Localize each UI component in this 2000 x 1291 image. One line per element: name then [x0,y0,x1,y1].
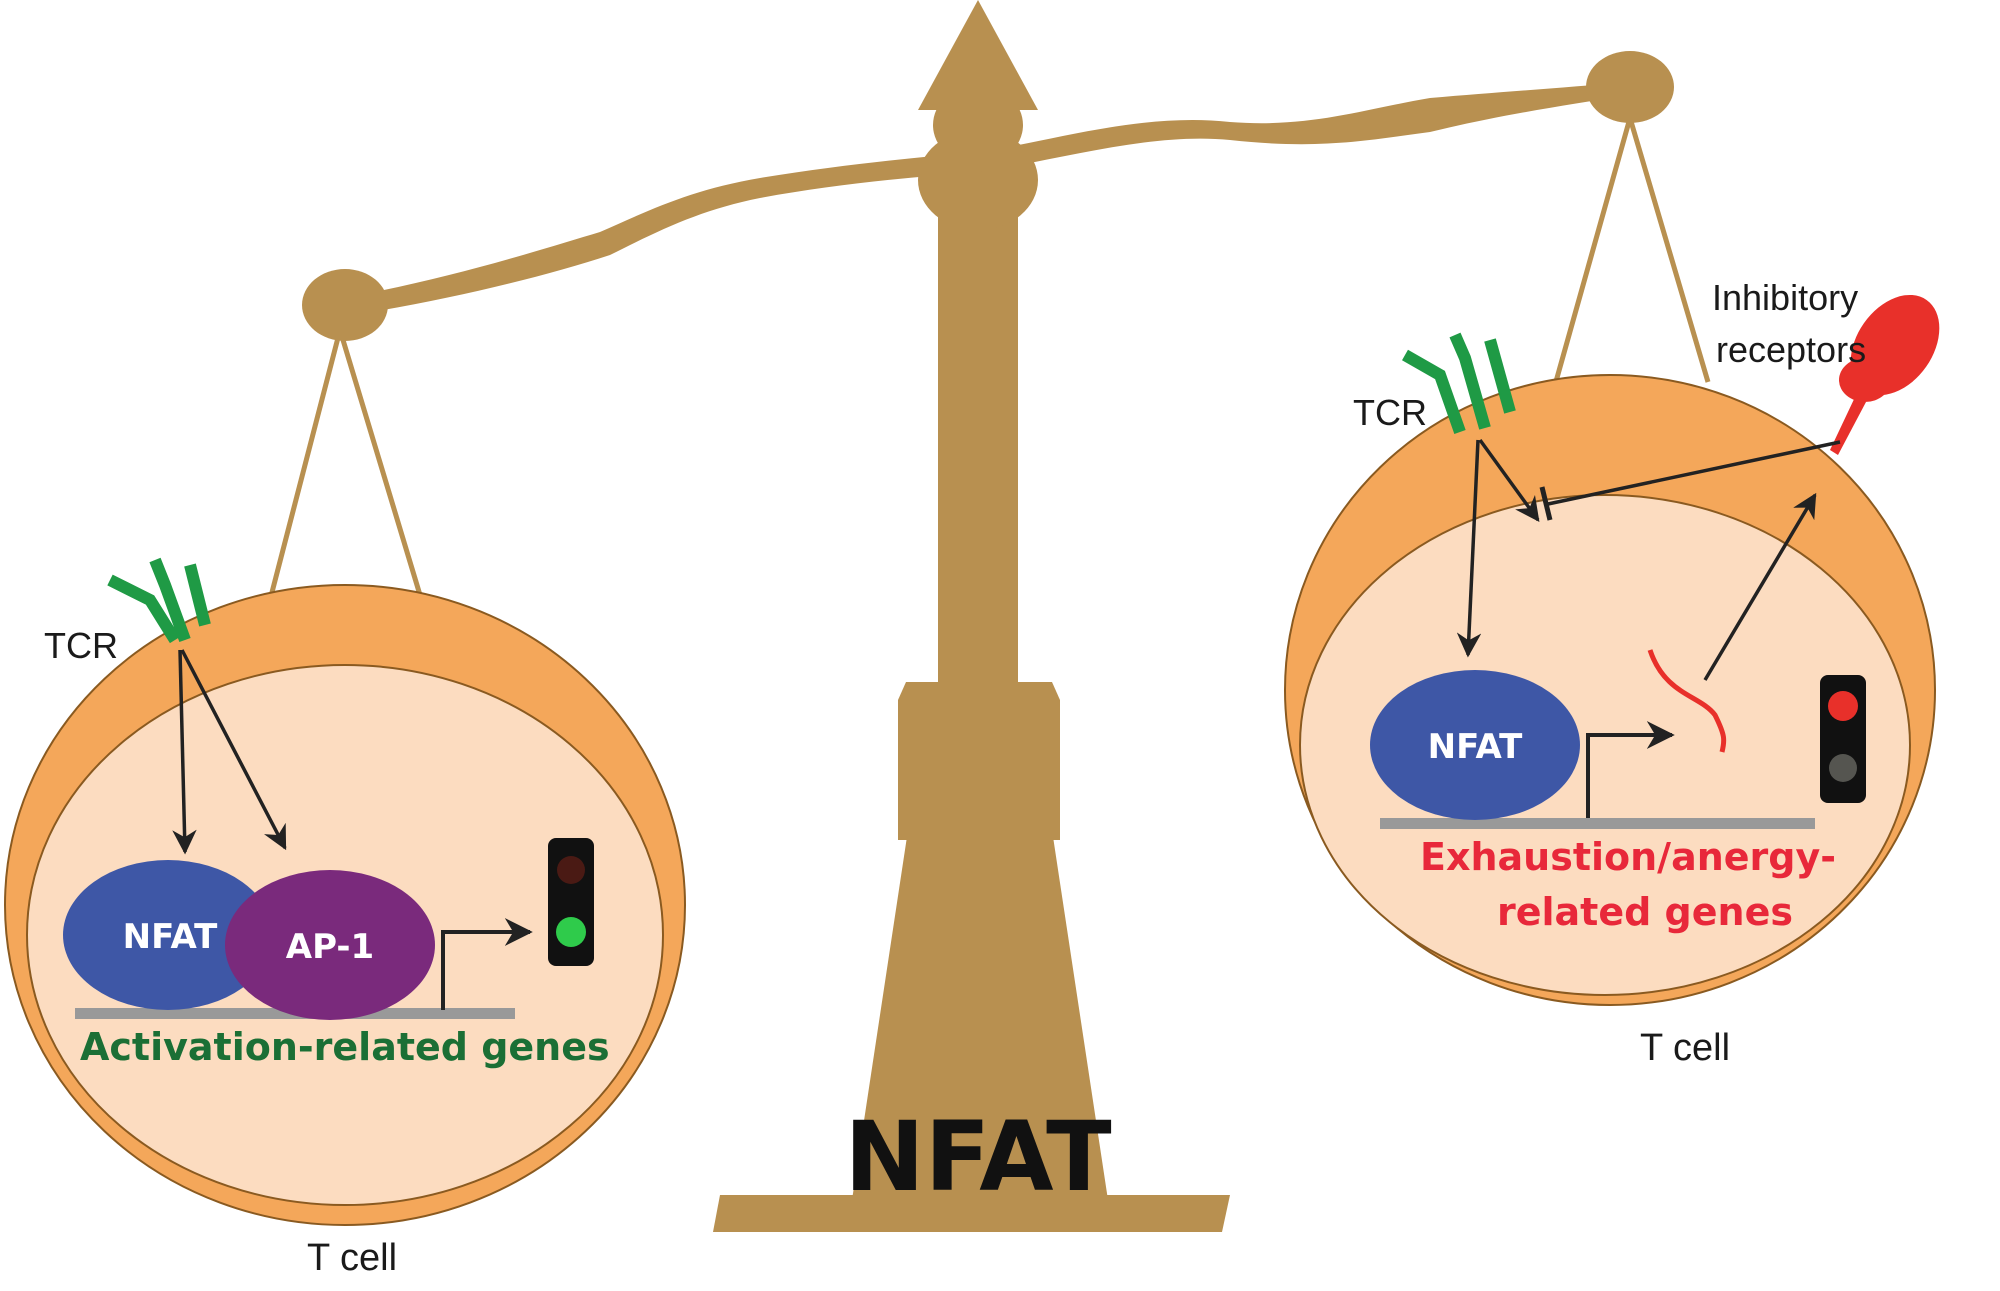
right-dna-strand [1380,818,1815,829]
balance-scale [302,0,1674,1232]
left-ap1-protein [225,870,435,1020]
right-t-cell: TCR Inhibitory receptors NFAT [1284,277,1940,1069]
scale-spire [918,0,1038,110]
right-nfat-label: NFAT [1428,727,1523,767]
left-genes-label: Activation-related genes [80,1025,610,1069]
inhibitory-label-line2: receptors [1716,329,1866,370]
scale-pillar [938,200,1018,690]
left-tcr-label: TCR [44,625,118,666]
left-promoter-arrow [441,918,533,1010]
scale-collar [898,682,1060,840]
left-nfat-protein [63,860,273,1010]
right-genes-label-line2: related genes [1497,890,1793,934]
left-cell-label: T cell [307,1237,397,1279]
right-genes-label-line1: Exhaustion/anergy- [1420,835,1836,879]
scale-nfat-label: NFAT [844,1101,1111,1213]
left-nfat-label: NFAT [123,917,218,957]
right-nfat-protein [1370,670,1580,820]
scale-strings [267,117,1711,601]
scale-beam-end-right [1586,51,1674,123]
left-t-cell: TCR NFAT AP-1 Activation-related genes T… [4,557,686,1279]
right-cell-inner [1299,494,1911,996]
right-signal-arrows [1456,438,1841,681]
right-promoter-arrow [1586,721,1675,818]
right-tcr-icon [1402,332,1516,434]
scale-beam [330,82,1630,318]
left-ap1-label: AP-1 [286,927,374,967]
right-cell-label: T cell [1640,1027,1730,1069]
scale-stand [852,830,1108,1200]
left-tcr-icon [107,557,211,644]
left-signal-arrows [172,649,287,855]
mrna-transcript [1647,649,1727,753]
right-tcr-label: TCR [1353,392,1427,433]
scale-beam-end-left [302,269,388,341]
right-traffic-light-icon [1820,675,1866,803]
inhibitory-receptor-icon [1830,294,1940,455]
scale-base [713,1195,1230,1232]
inhibitory-label-line1: Inhibitory [1712,277,1858,318]
left-traffic-light-icon [548,838,594,966]
